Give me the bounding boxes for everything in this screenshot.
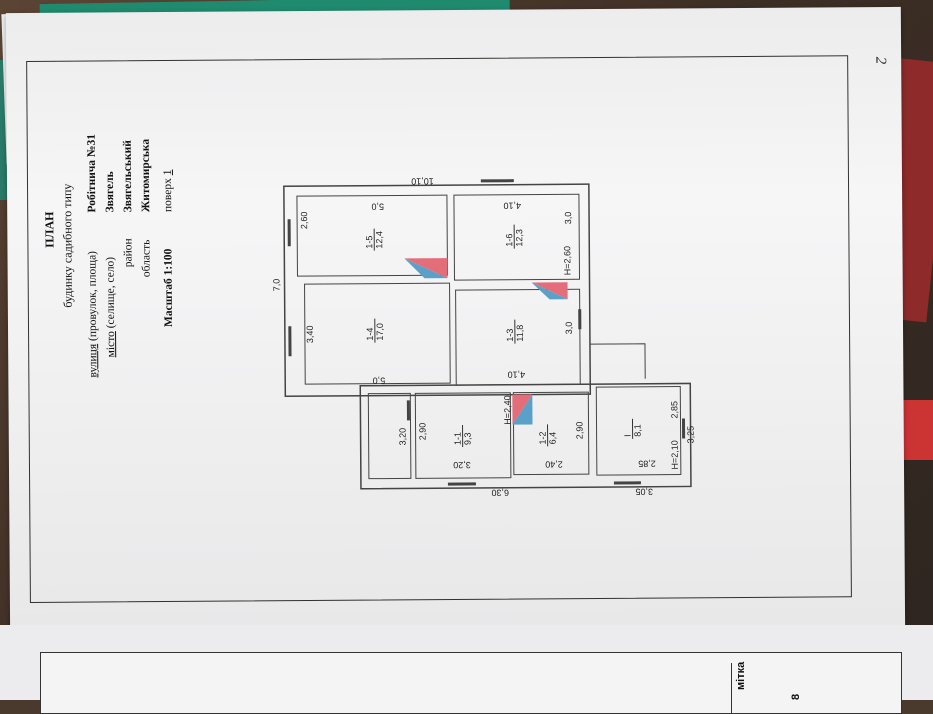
room-1-5-area: 12,4 — [374, 231, 384, 249]
dim-r11-height: 2,90 — [418, 423, 428, 441]
dim-top-total: 10,10 — [411, 176, 434, 186]
dim-r15-height: 2,60 — [299, 212, 309, 230]
dim-r11-left: 3,20 — [398, 428, 408, 446]
dim-r12-width: 2,40 — [545, 459, 563, 469]
room-1-4-area: 17,0 — [375, 323, 385, 341]
room-1-5-id: 1-5 — [364, 236, 374, 249]
room-1-3-area: 11,8 — [515, 325, 525, 342]
bottom-label: мітка — [735, 662, 747, 690]
height-240: H=2,40 — [502, 395, 512, 424]
room-1-6-id: 1-6 — [504, 234, 514, 247]
height-260: H=2,60 — [562, 246, 572, 275]
dim-r16-height: 3,0 — [563, 212, 573, 225]
room-1-2-area: 6,4 — [548, 432, 558, 445]
annex-outline — [590, 344, 645, 379]
bottom-number: 8 — [790, 694, 802, 700]
height-210: H=2,10 — [670, 440, 680, 469]
dim-r11-width: 3,20 — [453, 460, 471, 470]
dim-bottom-total: 6,30 — [491, 488, 509, 498]
room-I-area: 8,1 — [633, 424, 643, 437]
room-1-1-id: 1-1 — [453, 432, 463, 445]
room-I-id: I — [623, 434, 633, 437]
room-1-1-area: 9,3 — [463, 432, 473, 445]
dim-r15-width: 5,0 — [371, 202, 384, 212]
dim-right-outer: 3,25 — [686, 426, 696, 444]
bottom-frame — [40, 652, 902, 714]
dim-r14-height: 3,40 — [305, 326, 315, 344]
dim-r13-width: 4,10 — [508, 370, 526, 380]
dim-r12-height: 2,90 — [575, 422, 585, 440]
room-1-2-id: 1-2 — [538, 431, 548, 444]
dim-r14-width: 5,0 — [373, 376, 386, 386]
dim-rI-width: 2,85 — [638, 459, 656, 469]
dim-rI-outer: 3,05 — [635, 487, 653, 497]
dim-left-total: 7,0 — [271, 279, 281, 292]
dim-rI-height: 2,85 — [669, 401, 679, 419]
dim-r16-width: 4,10 — [503, 201, 521, 211]
room-1-6-area: 12,3 — [514, 229, 524, 247]
room-1-4-id: 1-4 — [365, 328, 375, 341]
room-1-3-id: 1-3 — [505, 329, 515, 342]
dim-r13-height: 3,0 — [564, 322, 574, 335]
